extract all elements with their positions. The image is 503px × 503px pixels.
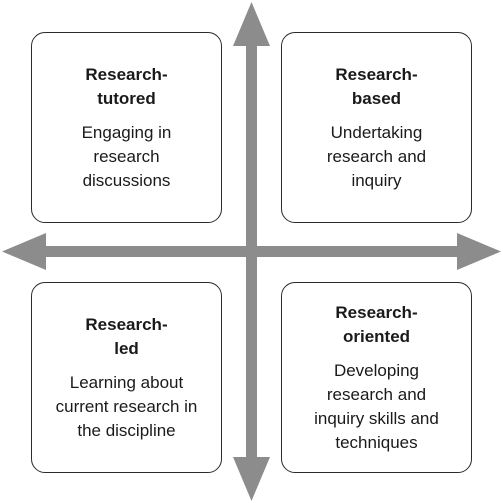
arrow-left-icon [2, 233, 46, 270]
quadrant-title: Research- led [85, 314, 168, 358]
quadrant-description: Developing research and inquiry skills a… [314, 360, 439, 452]
horizontal-axis-shaft [30, 246, 473, 257]
quadrant-description: Engaging in research discussions [81, 122, 172, 190]
quadrant-research-oriented: Research- oriented Developing research a… [281, 282, 472, 473]
quadrant-description: Learning about current research in the d… [55, 372, 198, 440]
arrow-down-icon [233, 457, 270, 501]
arrow-right-icon [457, 233, 501, 270]
quadrant-title: Research- oriented [335, 302, 418, 346]
quadrant-research-led: Research- led Learning about current res… [31, 282, 222, 473]
quadrant-title: Research- based [335, 64, 418, 108]
quadrant-title: Research- tutored [85, 64, 168, 108]
quadrant-description: Undertaking research and inquiry [326, 122, 427, 190]
quadrant-research-based: Research- based Undertaking research and… [281, 32, 472, 223]
quadrant-research-tutored: Research- tutored Engaging in research d… [31, 32, 222, 223]
arrow-up-icon [233, 2, 270, 46]
